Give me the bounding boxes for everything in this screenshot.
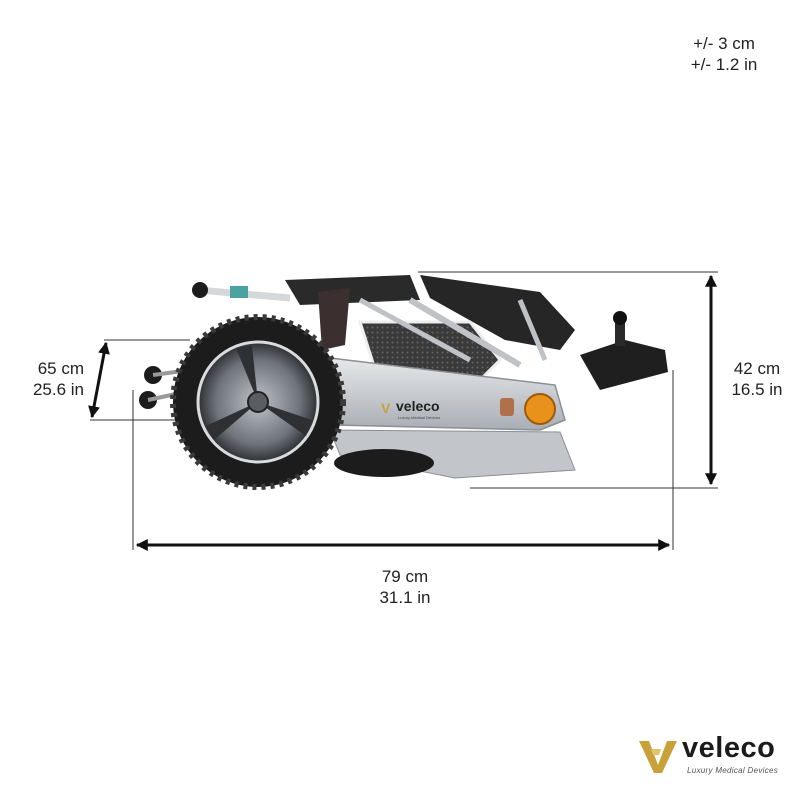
- backrest: [420, 275, 575, 350]
- tire-tread: [170, 314, 346, 490]
- height-cm: 42 cm: [733, 359, 781, 378]
- depth-in: 25.6 in: [32, 380, 84, 399]
- small-reflector: [500, 398, 514, 416]
- height-dimension-label: 42 cm 16.5 in: [722, 358, 792, 400]
- brand-mark-icon: [639, 741, 677, 773]
- tolerance-label: +/- 3 cm +/- 1.2 in: [664, 33, 784, 75]
- brand-name: veleco: [682, 732, 776, 764]
- joystick-stick: [615, 320, 625, 346]
- brand-logo: veleco Luxury Medical Devices: [637, 732, 787, 777]
- length-cm: 79 cm: [381, 567, 429, 586]
- brand-tagline: Luxury Medical Devices: [687, 766, 779, 775]
- frame-logo-mark: V: [381, 400, 391, 416]
- frame-tube-a: [408, 297, 522, 368]
- tolerance-cm: +/- 3 cm: [693, 34, 755, 53]
- lower-frame: [329, 429, 576, 479]
- depth-arrow: [88, 341, 110, 419]
- guide-lines: [90, 271, 718, 550]
- footplate-wheel: [192, 282, 208, 298]
- length-in: 31.1 in: [379, 588, 431, 607]
- wheelchair: V veleco Luxury Medical Devices: [139, 275, 668, 490]
- spring-part: [230, 286, 248, 298]
- armrest-pad: [318, 288, 350, 350]
- length-dimension-label: 79 cm 31.1 in: [340, 566, 470, 608]
- frame-logo-tagline: Luxury Medical Devices: [398, 415, 440, 420]
- tolerance-in: +/- 1.2 in: [690, 55, 758, 74]
- depth-dimension-label: 65 cm 25.6 in: [14, 358, 84, 400]
- frame-logo-text: veleco: [396, 398, 440, 414]
- depth-cm: 65 cm: [37, 359, 84, 378]
- frame-tube-b: [358, 297, 472, 363]
- height-in: 16.5 in: [731, 380, 783, 399]
- wheel-spokes: [206, 346, 312, 440]
- rim-edge: [196, 340, 320, 464]
- folded-rear-wheel: [334, 449, 434, 477]
- seat-cushion: [285, 275, 420, 305]
- frame-tube-c: [517, 299, 548, 361]
- joystick-knob: [613, 311, 627, 325]
- rear-reflector: [524, 393, 556, 425]
- wheel-hub: [247, 391, 269, 413]
- joystick-armrest: [580, 340, 668, 390]
